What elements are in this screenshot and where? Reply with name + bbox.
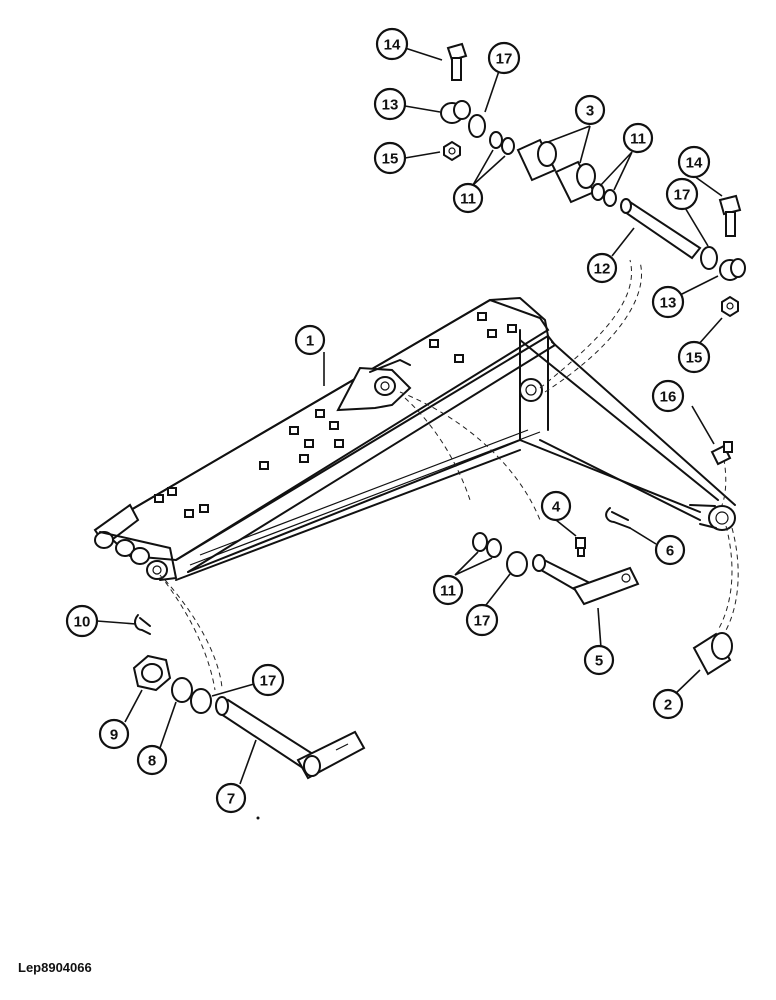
callout-15-right: 15 bbox=[677, 340, 711, 374]
ring-11-upper-a bbox=[489, 131, 503, 149]
nut-15-upper bbox=[443, 140, 461, 162]
callout-17-right: 17 bbox=[665, 177, 699, 211]
callout-13-right: 13 bbox=[651, 285, 685, 319]
fitting-4 bbox=[575, 537, 586, 557]
drawing-reference: Lep8904066 bbox=[18, 960, 92, 975]
stray-dot bbox=[256, 816, 260, 820]
boom-left-end bbox=[93, 503, 177, 581]
callout-1: 1 bbox=[294, 324, 326, 356]
callout-17-upper: 17 bbox=[487, 41, 521, 75]
callout-11-right: 11 bbox=[622, 122, 654, 154]
callout-11-upper: 11 bbox=[452, 182, 484, 214]
callout-15-upper: 15 bbox=[373, 141, 407, 175]
svg-text:13: 13 bbox=[382, 97, 399, 114]
svg-text:11: 11 bbox=[440, 583, 456, 600]
callout-2: 2 bbox=[652, 688, 684, 720]
ring-11-right-b bbox=[603, 189, 617, 207]
washer-17-middle bbox=[506, 551, 528, 577]
svg-text:7: 7 bbox=[227, 791, 235, 808]
svg-text:4: 4 bbox=[552, 499, 561, 516]
svg-text:2: 2 bbox=[664, 697, 672, 714]
svg-text:11: 11 bbox=[630, 131, 646, 148]
callout-5: 5 bbox=[583, 644, 615, 676]
svg-text:11: 11 bbox=[460, 191, 476, 208]
ring-11-upper-b bbox=[501, 137, 515, 155]
svg-text:9: 9 bbox=[110, 727, 118, 744]
svg-text:17: 17 bbox=[260, 673, 277, 690]
callout-13-upper: 13 bbox=[373, 87, 407, 121]
callout-3: 3 bbox=[574, 94, 606, 126]
svg-text:13: 13 bbox=[660, 295, 677, 312]
svg-text:15: 15 bbox=[382, 151, 399, 168]
bushing-2 bbox=[692, 632, 733, 676]
callout-8: 8 bbox=[136, 744, 168, 776]
ring-11-middle-a bbox=[472, 532, 488, 552]
svg-text:8: 8 bbox=[148, 753, 156, 770]
callout-6: 6 bbox=[654, 534, 686, 566]
callout-17-middle: 17 bbox=[465, 603, 499, 637]
grease-nipple-16 bbox=[710, 441, 733, 466]
svg-text:17: 17 bbox=[674, 187, 691, 204]
callout-11-middle: 11 bbox=[432, 574, 464, 606]
callout-7: 7 bbox=[215, 782, 247, 814]
callout-4: 4 bbox=[540, 490, 572, 522]
svg-text:3: 3 bbox=[586, 103, 594, 120]
svg-text:14: 14 bbox=[384, 37, 401, 54]
pin-5 bbox=[532, 554, 640, 606]
callout-12: 12 bbox=[586, 252, 618, 284]
end-cap-13-right bbox=[719, 258, 746, 281]
end-cap-13-upper bbox=[440, 100, 471, 124]
bolt-heads bbox=[154, 312, 517, 518]
ring-11-right-a bbox=[591, 183, 605, 201]
clip-6 bbox=[605, 507, 631, 529]
svg-text:16: 16 bbox=[660, 389, 677, 406]
boom-arm bbox=[93, 297, 736, 581]
clip-10 bbox=[134, 614, 151, 635]
leader-lines bbox=[96, 47, 723, 785]
callout-17-lower: 17 bbox=[251, 663, 285, 697]
callout-9: 9 bbox=[98, 718, 130, 750]
callout-16: 16 bbox=[651, 379, 685, 413]
ring-11-middle-b bbox=[486, 538, 502, 558]
svg-text:10: 10 bbox=[74, 614, 91, 631]
washer-17-upper bbox=[468, 114, 486, 138]
pin-7 bbox=[215, 696, 366, 780]
washer-17-lower bbox=[190, 688, 212, 714]
svg-text:17: 17 bbox=[474, 613, 491, 630]
svg-text:5: 5 bbox=[595, 653, 603, 670]
svg-text:6: 6 bbox=[666, 543, 674, 560]
bolt-14-upper bbox=[446, 42, 468, 81]
bolt-14-right bbox=[718, 194, 742, 237]
washer-17-right bbox=[700, 246, 718, 270]
pin-12 bbox=[620, 198, 702, 260]
assembly-lines bbox=[159, 259, 739, 691]
svg-text:1: 1 bbox=[306, 333, 314, 350]
washer-8 bbox=[171, 677, 193, 703]
svg-text:15: 15 bbox=[686, 350, 703, 367]
pivot-bracket bbox=[336, 359, 412, 412]
callout-10: 10 bbox=[65, 604, 99, 638]
callout-14-right: 14 bbox=[677, 145, 711, 179]
nut-9 bbox=[132, 654, 172, 692]
svg-text:12: 12 bbox=[594, 261, 611, 278]
svg-text:14: 14 bbox=[686, 155, 703, 172]
callout-14-upper: 14 bbox=[375, 27, 409, 61]
nut-15-right bbox=[721, 295, 739, 318]
svg-text:17: 17 bbox=[496, 51, 513, 68]
